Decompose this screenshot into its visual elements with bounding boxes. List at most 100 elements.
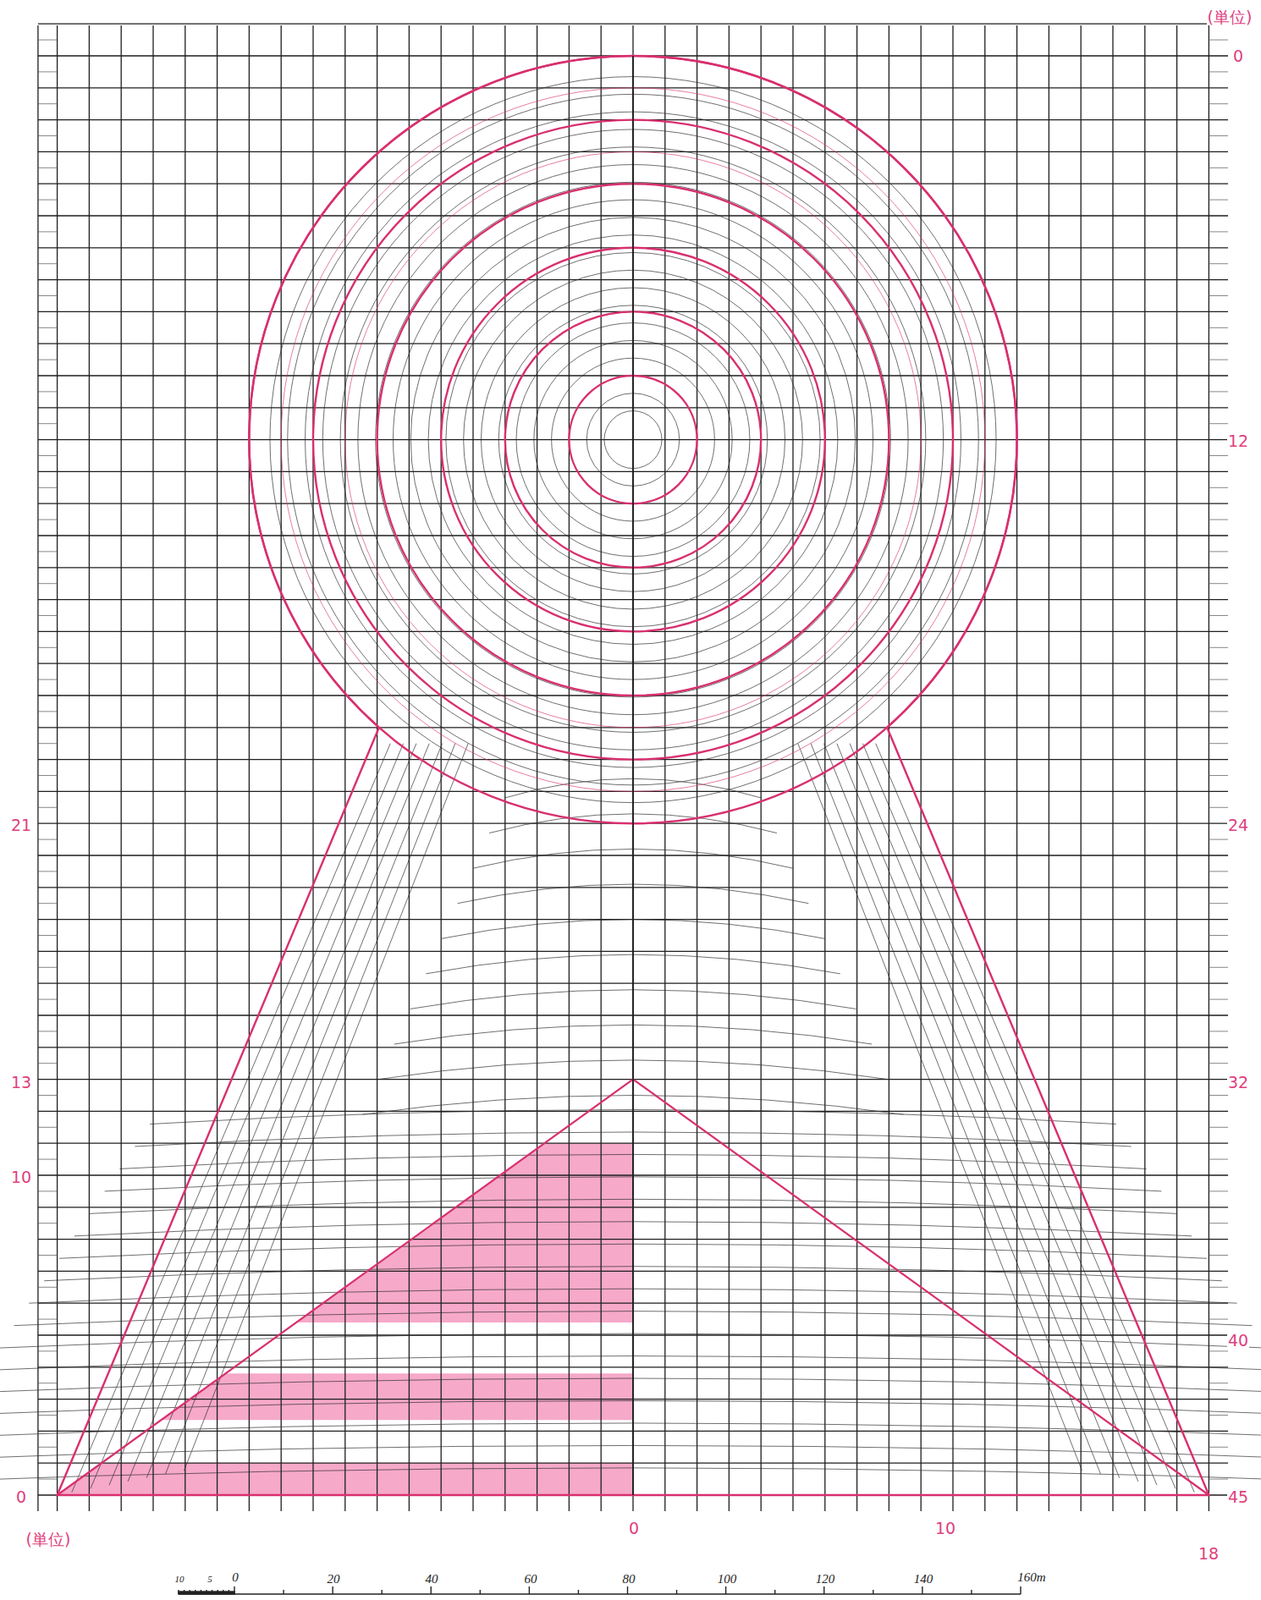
axis-number: 12 [1227, 433, 1250, 450]
tick [1208, 135, 1228, 137]
unit-label: (単位) [1206, 9, 1254, 26]
contour [0, 1333, 1261, 1349]
unit-label: (単位) [25, 1531, 72, 1548]
scale-number: 80 [622, 1573, 637, 1586]
scale-number: 0 [231, 1571, 240, 1585]
scale-tick [200, 1590, 202, 1595]
tick [1208, 1382, 1228, 1384]
tick [38, 1190, 58, 1192]
tick [38, 519, 58, 521]
tick [38, 423, 58, 425]
tick [1208, 870, 1228, 872]
scale-tick [331, 1586, 333, 1595]
scale-tick [177, 1590, 179, 1595]
tick [38, 487, 58, 489]
tick [1208, 679, 1228, 681]
tick [38, 839, 58, 841]
tick [38, 1479, 58, 1481]
tick [38, 1319, 58, 1321]
tick [38, 263, 58, 265]
contour [146, 743, 442, 1479]
tick [38, 935, 58, 937]
scale-number: 60 [523, 1573, 539, 1586]
scale-tick [430, 1586, 432, 1595]
tick [38, 455, 58, 457]
tick [1208, 935, 1228, 937]
contour [862, 743, 1176, 1490]
contour [0, 1378, 1261, 1394]
scale-tick [228, 1590, 230, 1595]
scale-number: 40 [424, 1573, 440, 1586]
scale-tick [222, 1590, 224, 1595]
tick [38, 775, 58, 777]
tick [38, 903, 58, 904]
axis-number: 10 [10, 1169, 33, 1186]
scale-tick [205, 1590, 207, 1595]
tick [38, 615, 58, 617]
contour [875, 743, 1195, 1493]
tick [1208, 423, 1228, 425]
scale-tick [479, 1590, 481, 1595]
contour-lines [0, 77, 1261, 1493]
axis-number: 32 [1227, 1074, 1250, 1091]
tick [1208, 999, 1228, 1001]
scale-tick [823, 1586, 825, 1595]
axis-number: 21 [10, 817, 33, 834]
scale-number: 100 [716, 1573, 738, 1586]
axis-number: 0 [1232, 48, 1245, 65]
axis-number: 18 [1197, 1546, 1220, 1563]
axis-number: 0 [627, 1520, 640, 1537]
tick [38, 1159, 58, 1161]
tick [1208, 967, 1228, 969]
tick [1208, 615, 1228, 617]
tick [1208, 1319, 1228, 1321]
axis-number: 0 [15, 1489, 28, 1506]
tick [1208, 583, 1228, 584]
tick [38, 1030, 58, 1032]
scale-number: 10 [174, 1574, 186, 1585]
tick [38, 1382, 58, 1384]
shaded-band [296, 1143, 634, 1323]
contour [0, 1356, 1261, 1372]
scale-bar [178, 1586, 1021, 1595]
tick [1208, 390, 1228, 392]
tick [38, 1447, 58, 1449]
tick [1208, 1127, 1228, 1129]
scale-tick [211, 1590, 213, 1595]
scale-number: 140 [913, 1573, 935, 1586]
contour [165, 743, 455, 1476]
tick [1208, 295, 1228, 297]
tick [38, 199, 58, 201]
scale-tick [233, 1586, 235, 1595]
tick [38, 1255, 58, 1256]
tick [1208, 487, 1228, 489]
tick [1208, 455, 1228, 457]
tick [1208, 519, 1228, 521]
tick [38, 550, 58, 552]
tick [1208, 903, 1228, 904]
tick [1208, 71, 1228, 72]
scale-number: 5 [206, 1574, 214, 1585]
contour [836, 743, 1139, 1482]
axis-number: 45 [1227, 1489, 1250, 1506]
tick [38, 870, 58, 872]
tick [1208, 775, 1228, 777]
contour [0, 1400, 1261, 1416]
tick [1208, 263, 1228, 265]
contour [0, 1445, 1261, 1460]
tick [38, 390, 58, 392]
scale-tick [872, 1590, 874, 1595]
scale-tick [921, 1586, 923, 1595]
axis-number: 24 [1227, 817, 1250, 834]
scale-tick [578, 1590, 579, 1595]
axis-number: 40 [1227, 1332, 1250, 1350]
tick [38, 39, 58, 41]
scale-tick [627, 1586, 628, 1595]
axis-number: 13 [10, 1074, 33, 1091]
tick [38, 1287, 58, 1289]
scale-number: 20 [326, 1573, 342, 1586]
scale-tick [188, 1590, 190, 1595]
centre-axis [632, 55, 634, 1496]
